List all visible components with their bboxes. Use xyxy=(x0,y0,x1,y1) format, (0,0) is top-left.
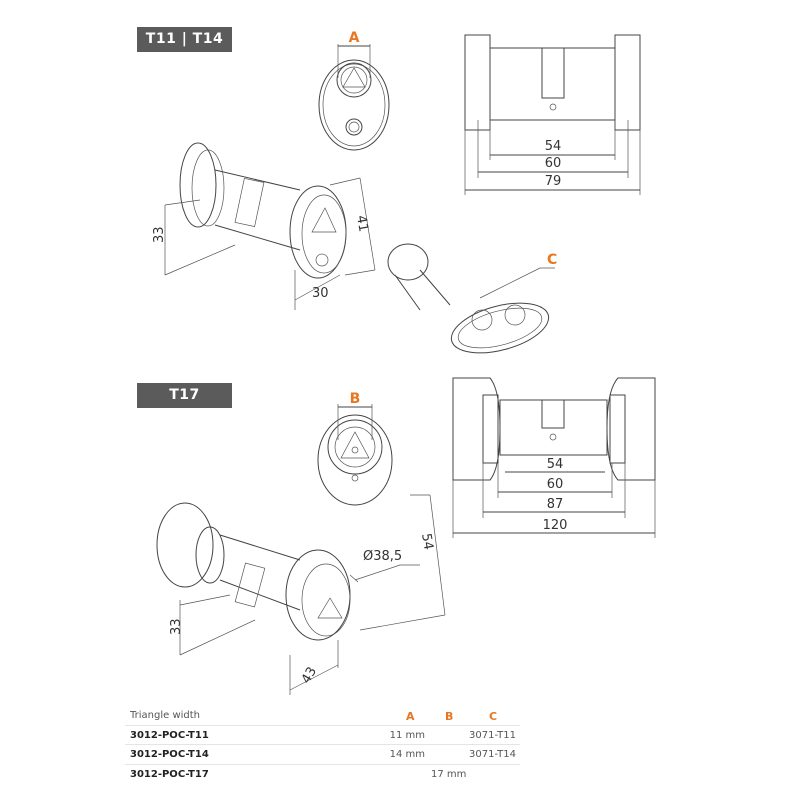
triangle-width-label-a: A xyxy=(349,30,360,46)
value-a: 14 mm xyxy=(389,749,425,760)
value-b: 17 mm xyxy=(431,768,467,780)
value-a: 11 mm xyxy=(389,729,425,741)
dim-54-side: 54 xyxy=(547,457,564,472)
dim-60-side: 60 xyxy=(547,477,564,492)
product-code: 3012-POC-T14 xyxy=(130,749,209,760)
section-title-t17: T17 xyxy=(137,383,232,408)
section-title-t11-t14: T11 | T14 xyxy=(137,27,232,52)
triangle-width-table: Triangle width A B C 3012-POC-T11 11 mm … xyxy=(125,706,520,783)
value-c: 3071-T11 xyxy=(469,729,516,741)
dim-79: 79 xyxy=(545,174,562,189)
dim-30: 30 xyxy=(312,286,329,301)
table-header: Triangle width A B C xyxy=(125,706,520,726)
value-c: 3071-T14 xyxy=(469,749,516,760)
dim-54-t17: 54 xyxy=(418,532,436,551)
header-label: Triangle width xyxy=(130,710,201,721)
dim-60: 60 xyxy=(545,156,562,171)
dim-41: 41 xyxy=(353,214,371,233)
table-row: 3012-POC-T11 11 mm 3071-T11 xyxy=(125,726,520,745)
front-view-t17: B xyxy=(317,391,393,506)
dim-87: 87 xyxy=(547,497,564,512)
product-code: 3012-POC-T11 xyxy=(130,729,209,741)
header-a: A xyxy=(406,710,415,723)
dim-33-t17: 33 xyxy=(169,618,184,635)
header-b: B xyxy=(445,710,454,723)
dim-43: 43 xyxy=(299,665,320,687)
dim-54: 54 xyxy=(545,139,562,154)
perspective-view-t11: 33 41 30 xyxy=(152,142,376,310)
dim-120: 120 xyxy=(543,518,568,533)
key-drawing: C xyxy=(387,243,557,354)
product-code: 3012-POC-T17 xyxy=(130,768,209,780)
header-c: C xyxy=(489,710,498,723)
triangle-width-label-b: B xyxy=(350,391,361,407)
front-view-t11: A xyxy=(318,30,390,151)
key-label-c: C xyxy=(547,252,557,268)
perspective-view-t17: 33 Ø38,5 54 43 xyxy=(156,494,446,695)
table-row: 3012-POC-T14 14 mm 3071-T14 xyxy=(125,745,520,765)
side-view-t17: 54 60 87 120 xyxy=(452,377,656,538)
table-row: 3012-POC-T17 17 mm xyxy=(125,765,520,784)
dim-33: 33 xyxy=(152,226,167,243)
side-view-t11: 54 60 79 xyxy=(464,34,641,195)
dim-diameter-38-5: Ø38,5 xyxy=(363,549,402,564)
